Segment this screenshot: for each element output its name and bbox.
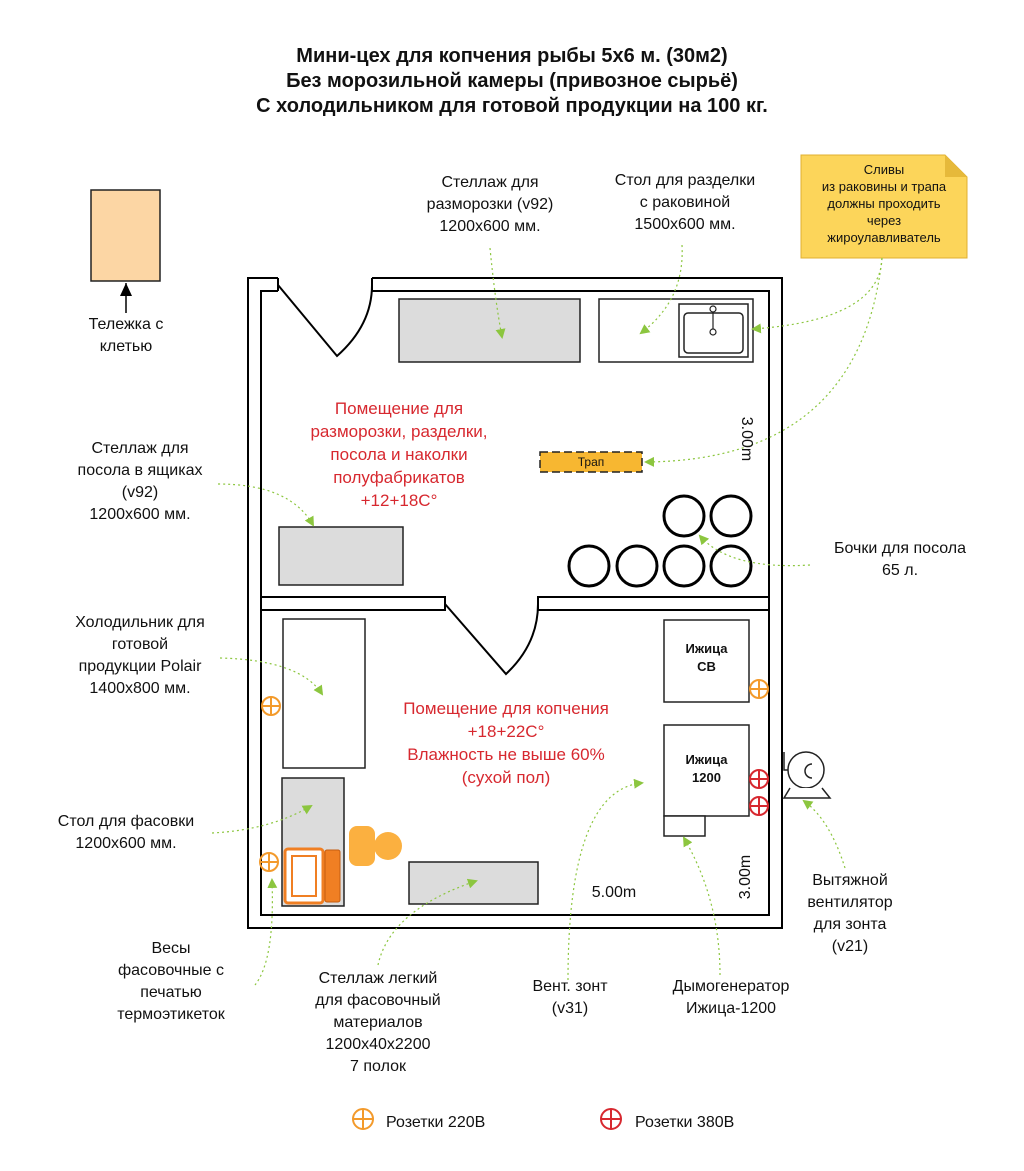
legend-socket-380-icon	[600, 1108, 622, 1130]
dimension-lower-height: 3.00m	[737, 854, 754, 900]
middle-wall	[261, 596, 769, 611]
barrel	[662, 544, 706, 588]
barrel	[662, 494, 706, 538]
worker-icon	[349, 826, 402, 866]
page-title: Мини-цех для копчения рыбы 5х6 м. (30м2)…	[0, 44, 1024, 119]
room-label-upper: Помещение для разморозки, разделки, посо…	[310, 399, 488, 510]
light-rack	[408, 861, 539, 905]
drain-note-text: Сливы из раковины и трапа должны проходи…	[821, 162, 947, 245]
smoker-1200-label: Ижица 1200	[685, 752, 728, 785]
cart-arrow-head	[120, 283, 132, 296]
label-barrels: Бочки для посола 65 л.	[833, 540, 967, 579]
socket-220-icon	[259, 852, 279, 872]
legend-socket-220-icon	[352, 1108, 374, 1130]
outer-walls	[247, 277, 783, 929]
scales-printer	[324, 849, 341, 903]
interior-door	[444, 603, 539, 676]
label-light-rack: Стеллаж легкий для фасовочный материалов…	[315, 970, 441, 1075]
entrance-door	[277, 284, 373, 358]
dimension-width: 5.00m	[591, 884, 637, 901]
thaw-rack	[398, 298, 581, 363]
smoke-generator	[663, 815, 706, 837]
leader-arrows	[211, 244, 883, 986]
smoker-cb	[663, 619, 750, 703]
barrel	[709, 494, 753, 538]
title-line-3: С холодильником для готовой продукции на…	[256, 95, 768, 117]
trap-label: Трап	[577, 455, 605, 469]
dimension-upper-height: 3.00m	[738, 416, 755, 462]
exhaust-fan-icon	[782, 751, 832, 799]
sink-faucet-icon	[709, 305, 717, 313]
note-sticker	[800, 154, 968, 259]
cart-box	[90, 189, 161, 282]
smoker-1200	[663, 724, 750, 817]
drain-note: Сливы из раковины и трапа должны проходи…	[801, 155, 967, 258]
salting-barrels	[567, 494, 753, 588]
label-vent-hood: Вент. зонт (v31)	[532, 978, 608, 1017]
socket-380-icon	[749, 769, 769, 789]
label-smoke-generator: Дымогенератор Ижица-1200	[672, 978, 790, 1017]
barrel	[615, 544, 659, 588]
sink-drain-icon	[709, 328, 717, 336]
label-packing-table: Стол для фасовки 1200х600 мм.	[57, 813, 195, 852]
title-line-2: Без морозильной камеры (привозное сырьё)	[286, 70, 738, 92]
barrel	[567, 544, 611, 588]
label-thaw-rack: Стеллаж для разморозки (v92) 1200х600 мм…	[426, 174, 554, 235]
label-salting-rack: Стеллаж для посола в ящиках (v92) 1200х6…	[77, 440, 203, 523]
barrel	[709, 544, 753, 588]
title-line-1: Мини-цех для копчения рыбы 5х6 м. (30м2)	[296, 45, 728, 67]
salting-rack	[278, 526, 404, 586]
label-cart: Тележка с клетью	[88, 316, 164, 355]
socket-220-icon	[261, 696, 281, 716]
fridge	[282, 618, 366, 769]
label-cutting-table: Стол для разделки с раковиной 1500х600 м…	[614, 172, 756, 233]
room-label-lower: Помещение для копчения +18+22С° Влажност…	[403, 699, 609, 787]
legend-label-220: Розетки 220В	[386, 1114, 486, 1131]
socket-380-icon	[749, 796, 769, 816]
label-fridge: Холодильник для готовой продукции Polair…	[75, 614, 205, 697]
floor-trap	[539, 451, 643, 473]
label-scales: Весы фасовочные с печатью термоэтикеток	[117, 940, 225, 1023]
label-exhaust-fan: Вытяжной вентилятор для зонта (v21)	[807, 872, 893, 955]
socket-220-icon	[749, 679, 769, 699]
legend-label-380: Розетки 380В	[635, 1114, 735, 1131]
smoker-cb-label: Ижица СВ	[685, 641, 728, 674]
